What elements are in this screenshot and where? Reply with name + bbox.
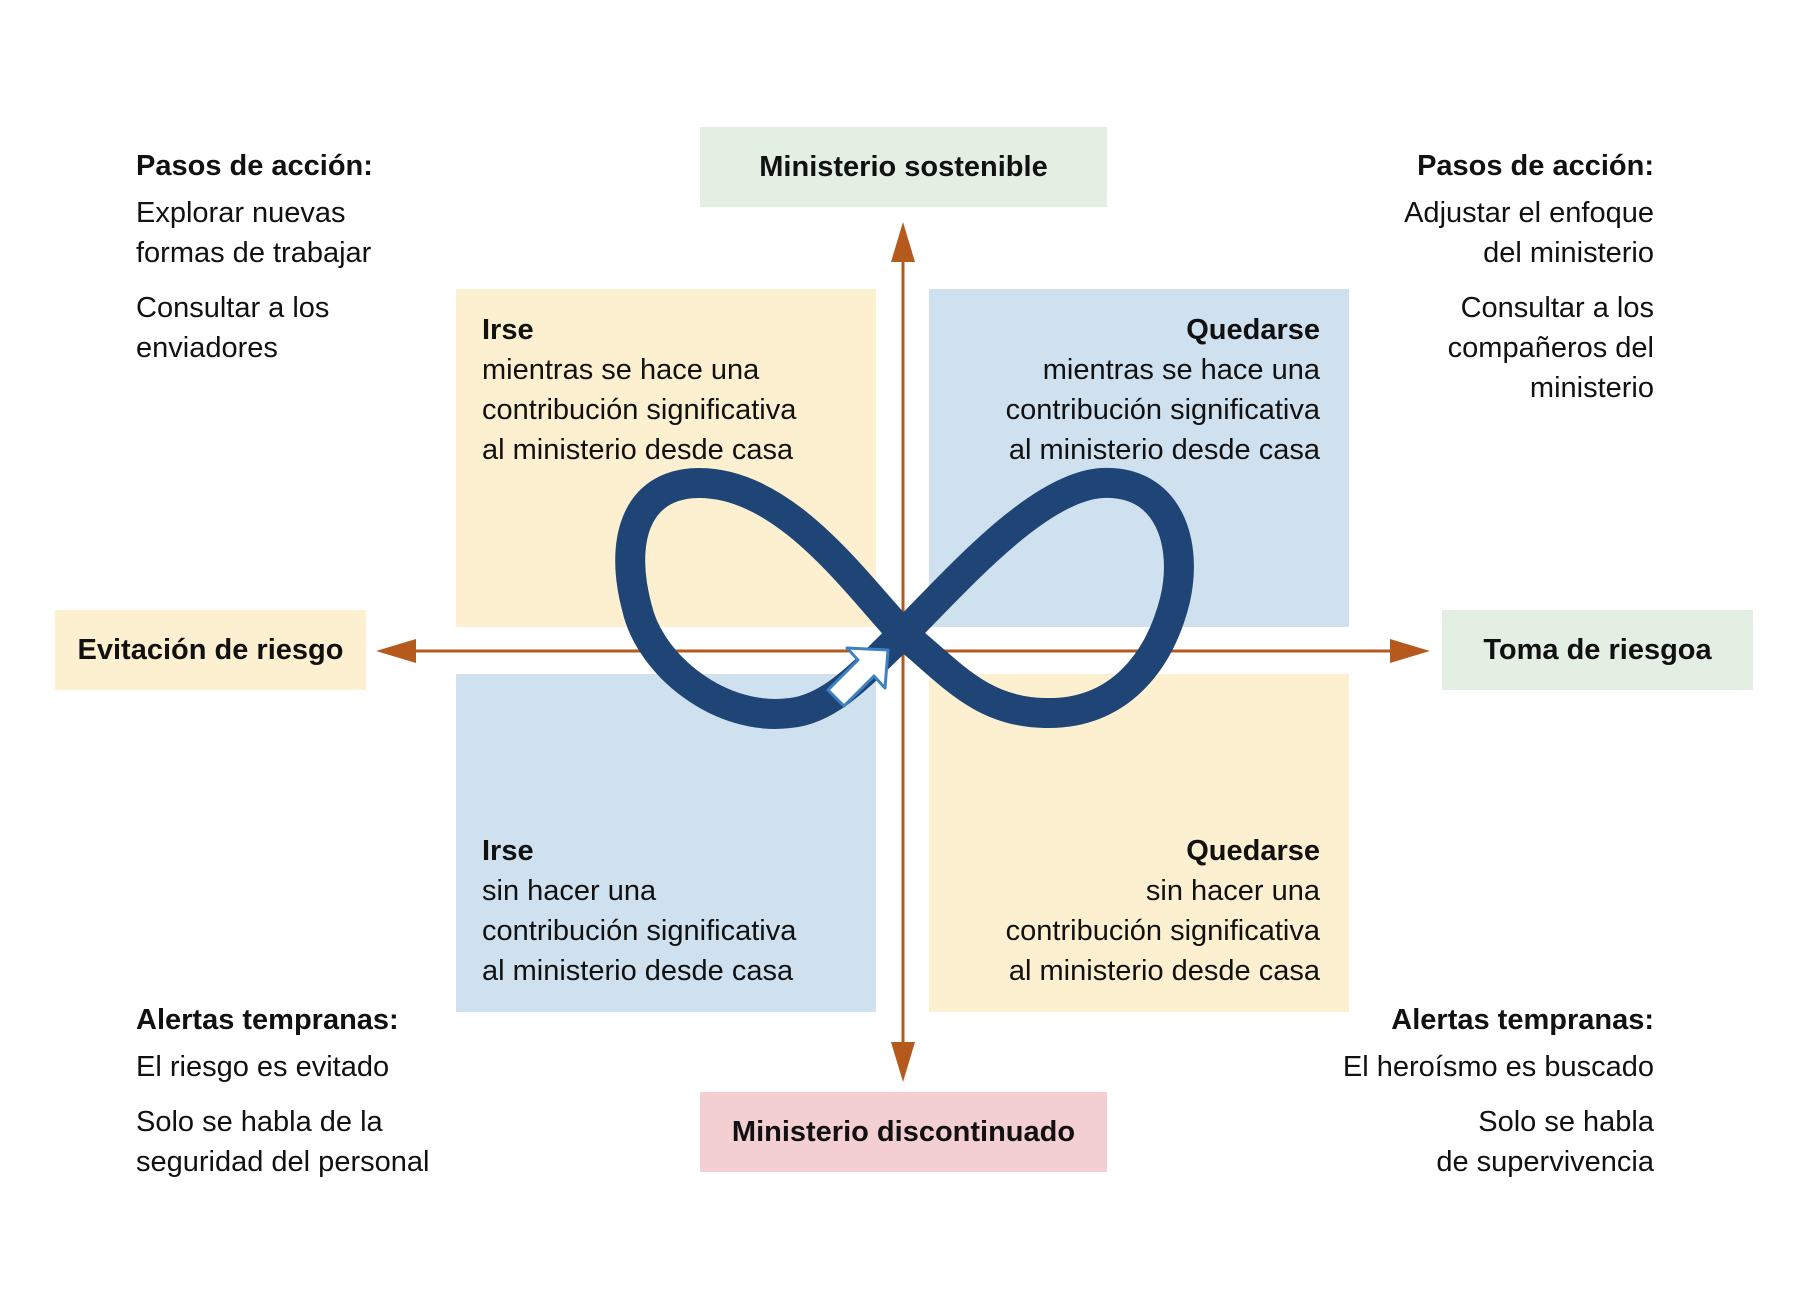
quadrant-line: mientras se hace una bbox=[482, 354, 760, 386]
side-note-line: del ministerio bbox=[1483, 237, 1654, 269]
quadrant-line: al ministerio desde casa bbox=[482, 434, 794, 466]
side-note-line: compañeros del bbox=[1447, 332, 1654, 364]
side-note-line: Solo se habla de la bbox=[136, 1106, 383, 1138]
arrow-down-icon bbox=[891, 1042, 915, 1082]
quadrant-line: al ministerio desde casa bbox=[1008, 434, 1320, 466]
axis-bottom-label: Ministerio discontinuado bbox=[700, 1092, 1107, 1172]
side-note-line: Consultar a los bbox=[1460, 292, 1654, 324]
quadrant-line: contribución significativa bbox=[482, 394, 797, 426]
side-note-line: El riesgo es evitado bbox=[136, 1051, 390, 1083]
quadrant-title: Quedarse bbox=[1186, 314, 1320, 346]
quadrant-line: mientras se hace una bbox=[1042, 354, 1320, 386]
side-note-line: El heroísmo es buscado bbox=[1342, 1051, 1654, 1083]
side-note-line: formas de trabajar bbox=[136, 237, 372, 269]
infinity-loop bbox=[615, 467, 1194, 729]
quadrant-top-right-text: Quedarse mientras se hace una contribuci… bbox=[1006, 310, 1320, 470]
quadrant-top-left-text: Irse mientras se hace una contribución s… bbox=[482, 310, 796, 470]
quadrant-line: sin hacer una bbox=[1145, 875, 1320, 907]
quadrant-bottom-right-panel bbox=[929, 674, 1349, 1012]
side-note-bottom-left: Alertas tempranas: El riesgo es evitado … bbox=[136, 1000, 429, 1182]
side-note-line: de supervivencia bbox=[1436, 1146, 1654, 1178]
side-note-line: seguridad del personal bbox=[136, 1146, 430, 1178]
quadrant-top-right-panel bbox=[929, 289, 1349, 627]
pointer-arrow-icon bbox=[826, 646, 890, 708]
quadrant-line: al ministerio desde casa bbox=[1008, 955, 1320, 987]
arrow-right-icon bbox=[1390, 639, 1430, 663]
quadrant-line: contribución significativa bbox=[482, 915, 797, 947]
side-note-line: Adjustar el enfoque bbox=[1404, 197, 1654, 229]
quadrant-title: Irse bbox=[482, 314, 534, 346]
axis-left-label: Evitación de riesgo bbox=[55, 610, 366, 690]
side-note-heading: Pasos de acción: bbox=[1417, 150, 1654, 182]
axis-right-label: Toma de riesgoa bbox=[1442, 610, 1753, 690]
side-note-line: Solo se habla bbox=[1478, 1106, 1654, 1138]
quadrant-top-left-panel bbox=[456, 289, 876, 627]
quadrant-bottom-right-text: Quedarse sin hacer una contribución sign… bbox=[1006, 831, 1320, 991]
side-note-top-left: Pasos de acción: Explorar nuevas formas … bbox=[136, 146, 373, 368]
side-note-line: Consultar a los bbox=[136, 292, 330, 324]
side-note-heading: Alertas tempranas: bbox=[1391, 1004, 1654, 1036]
side-note-heading: Alertas tempranas: bbox=[136, 1004, 399, 1036]
quadrant-title: Irse bbox=[482, 835, 534, 867]
side-note-bottom-right: Alertas tempranas: El heroísmo es buscad… bbox=[1343, 1000, 1654, 1182]
side-note-line: enviadores bbox=[136, 332, 278, 364]
quadrant-title: Quedarse bbox=[1186, 835, 1320, 867]
side-note-line: Explorar nuevas bbox=[136, 197, 346, 229]
arrow-left-icon bbox=[376, 639, 416, 663]
quadrant-line: al ministerio desde casa bbox=[482, 955, 794, 987]
side-note-heading: Pasos de acción: bbox=[136, 150, 373, 182]
side-note-line: ministerio bbox=[1529, 372, 1654, 404]
quadrant-bottom-left-text: Irse sin hacer una contribución signific… bbox=[482, 831, 796, 991]
quadrant-line: contribución significativa bbox=[1005, 394, 1320, 426]
quadrant-line: sin hacer una bbox=[482, 875, 657, 907]
axis-top-label: Ministerio sostenible bbox=[700, 127, 1107, 207]
side-note-top-right: Pasos de acción: Adjustar el enfoque del… bbox=[1404, 146, 1654, 408]
arrow-up-icon bbox=[891, 222, 915, 262]
quadrant-bottom-left-panel bbox=[456, 674, 876, 1012]
quadrant-line: contribución significativa bbox=[1005, 915, 1320, 947]
